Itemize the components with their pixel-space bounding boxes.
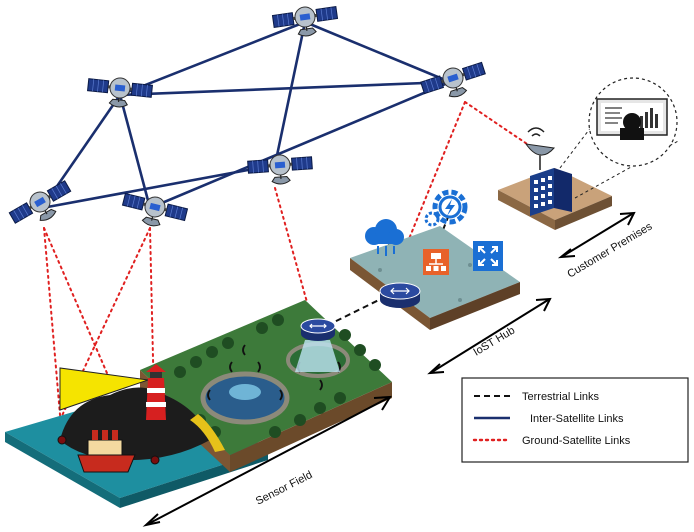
hierarchy-icon: [423, 249, 449, 275]
satellite-icon: [85, 74, 154, 111]
lighthouse-icon: [146, 364, 166, 420]
legend-inter-satellite-label: Inter-Satellite Links: [530, 413, 624, 425]
inter-satellite-links: [40, 20, 451, 210]
cloud-icon: [365, 219, 404, 256]
satellite-icon: [271, 2, 340, 41]
satellite-icon: [246, 152, 314, 187]
iost-hub-label: IoST Hub: [471, 324, 517, 358]
customer-premises-label: Customer Premises: [565, 220, 654, 280]
sensor-field-label: Sensor Field: [254, 469, 314, 508]
dish-antenna-icon: [524, 127, 555, 170]
building-icon: [530, 168, 572, 216]
dimension-arrows: [142, 211, 636, 527]
satellite-icon: [418, 58, 490, 107]
expand-arrows-icon: [473, 241, 503, 271]
monitor-icon: [588, 77, 678, 167]
gear-bolt-icon: [424, 189, 468, 227]
router-icon: [300, 318, 336, 341]
sensor-field-terrain: [5, 300, 392, 508]
lighthouse-beam: [59, 367, 149, 411]
ship-icon: [77, 430, 136, 473]
legend-terrestrial-label: Terrestrial Links: [522, 391, 600, 403]
sea-sensor-nodes: [57, 435, 160, 465]
legend: Terrestrial Links Inter-Satellite Links …: [461, 377, 689, 463]
satellite-icon: [6, 176, 78, 236]
router-icon: [379, 282, 421, 308]
legend-ground-satellite-label: Ground-Satellite Links: [522, 435, 631, 447]
